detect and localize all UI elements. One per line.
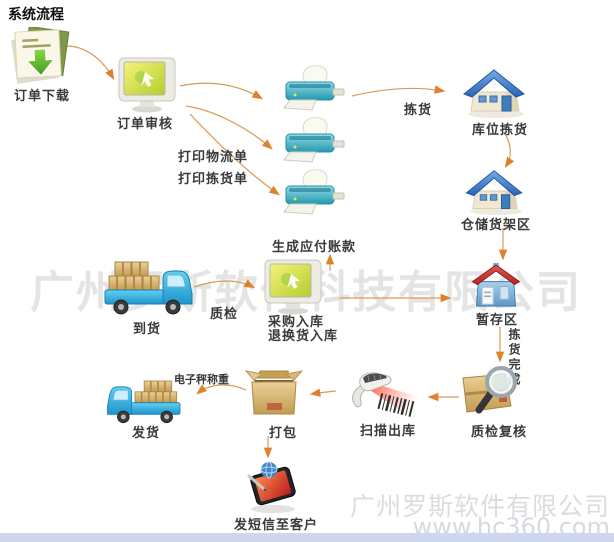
document-download-icon (10, 27, 72, 85)
edge-label-picking: 拣货 (404, 103, 433, 118)
annotation-generate-payable: 生成应付账款 (272, 240, 357, 255)
flow-arrow-review-to-printer2 (185, 105, 273, 150)
flow-arrow-arrival-to-inbound (193, 279, 256, 289)
inbound-monitor-icon (263, 259, 325, 315)
node-label-order-download: 订单下载 (13, 89, 70, 104)
node-label-staging-area: 暂存区 (475, 313, 518, 328)
location-picking-house-icon (462, 66, 528, 118)
flow-arrow-download-to-review (65, 45, 115, 81)
bottom-bar (0, 533, 614, 542)
smartphone-sms-icon (239, 460, 303, 514)
printer-icon (281, 64, 347, 114)
shipping-truck-icon (100, 376, 190, 426)
flow-arrow-printer-to-location-picking (351, 85, 446, 97)
page-title: 系统流程 (8, 7, 64, 23)
qc-review-magnifier-icon (459, 366, 529, 418)
flow-arrow-review-to-printer3 (189, 113, 280, 196)
node-label-shipping: 发货 (131, 426, 160, 441)
barcode-scanner-icon (342, 370, 422, 418)
node-label-qc-review: 质检复核 (470, 425, 527, 440)
node-label-warehouse-shelf: 仓储货架区 (460, 218, 531, 233)
flow-arrow-packing-to-shipping (196, 384, 247, 395)
arrival-truck-icon (101, 258, 193, 318)
node-label-inbound-line1: 采购入库 (268, 315, 325, 330)
flow-arrow-review-to-printer1 (179, 82, 264, 100)
printer-icon (281, 168, 347, 218)
node-label-order-review: 订单审核 (116, 117, 173, 132)
warehouse-shelf-house-icon (462, 167, 528, 215)
edge-label-quality-check: 质检 (210, 307, 239, 322)
node-label-inbound-line2: 退换货入库 (268, 329, 339, 344)
staging-area-house-icon (471, 263, 521, 310)
printer-icon (281, 116, 347, 166)
annotation-print-logistics: 打印物流单 (178, 150, 249, 165)
packing-open-box-icon (244, 366, 304, 418)
annotation-print-picking: 打印拣货单 (178, 172, 249, 187)
edge-label-weighing: 电子秤称重 (174, 373, 229, 386)
node-label-location-picking: 库位拣货 (471, 123, 528, 138)
node-label-arrival: 到货 (132, 322, 161, 337)
flow-arrow-location-to-shelf (503, 131, 515, 168)
node-label-packing: 打包 (268, 426, 297, 441)
order-review-monitor-icon (117, 57, 179, 113)
node-label-scan-outbound: 扫描出库 (359, 424, 416, 439)
flow-arrow-scan-to-packing (309, 388, 337, 397)
watermark-company: 广州罗斯软件有限公司 (349, 492, 610, 521)
node-label-send-sms: 发短信至客户 (234, 518, 319, 533)
